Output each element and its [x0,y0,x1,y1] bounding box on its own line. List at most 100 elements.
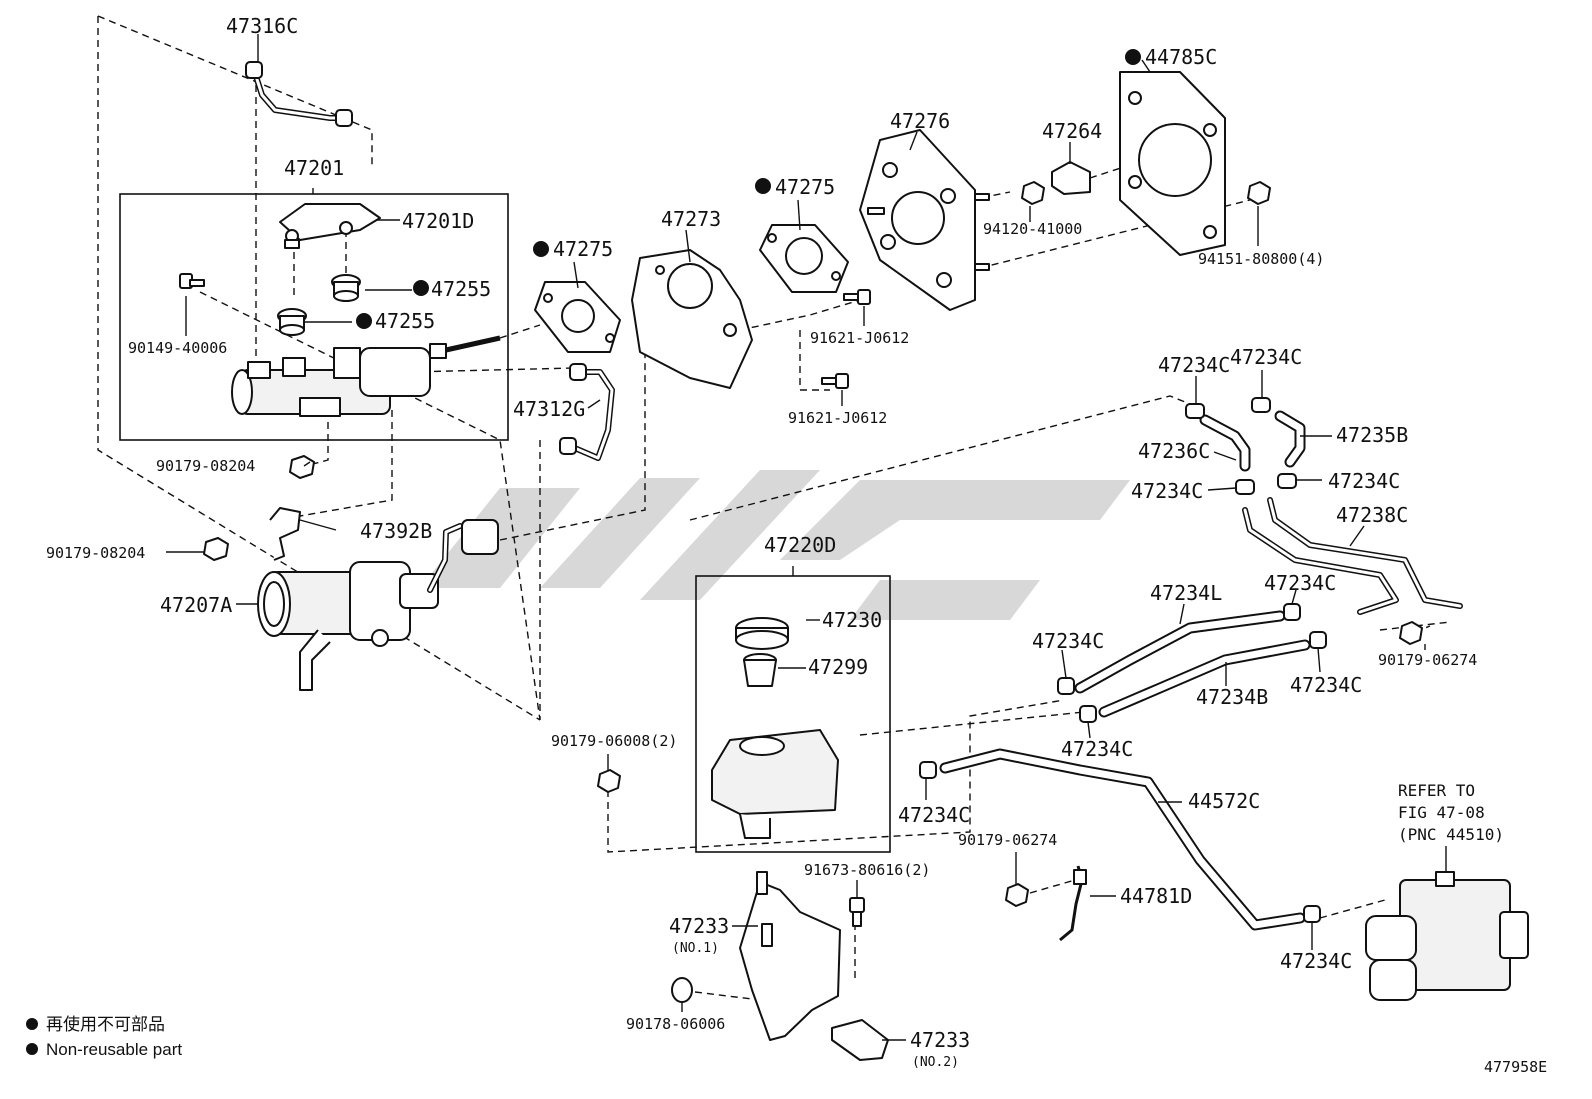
nut-90179-06008 [597,769,621,793]
gasket-47275-right [759,224,849,293]
label-47234l: 47234L [1150,581,1222,605]
nut-90179-06274-b [1005,883,1029,907]
label-44781d: 44781D [1120,884,1192,908]
label-90179-06274-b: 90179-06274 [958,831,1057,849]
label-47235b: 47235B [1336,423,1408,447]
pipe-47312g [559,363,615,461]
bolt-91673 [849,897,865,927]
label-47273: 47273 [661,207,721,231]
legend: 再使用不可部品 Non-reusable part [26,1014,182,1059]
plate-47273 [631,249,753,389]
label-47233-no2-sub: (NO.2) [912,1055,959,1070]
leader-lines [166,34,1426,1041]
abs-actuator [1365,846,1529,1001]
clamps-middle [1057,603,1327,723]
bracket-47233-no1 [739,871,841,1041]
label-90179-06274-a: 90179-06274 [1378,651,1477,669]
label-47236c: 47236C [1138,439,1210,463]
clamps-upper [1185,397,1297,495]
label-47230: 47230 [822,608,882,632]
hose-47234b [1098,639,1311,718]
label-47234c-7: 47234C [1290,673,1362,697]
label-90179-06008: 90179-06008(2) [551,732,677,750]
reference-note: REFER TO FIG 47-08 (PNC 44510) [1398,781,1504,844]
diagram-code: 477958E [1484,1058,1547,1076]
reservoir-mount-47201d [279,203,381,249]
reference-note-line2: FIG 47-08 [1398,803,1485,822]
clip-47264 [1051,161,1091,195]
gasket-44785c [1119,71,1226,256]
hose-47236c [1199,414,1251,472]
master-cylinder-body [231,335,501,417]
seal-47255-lower [277,308,307,336]
watermark-logo [420,470,1130,620]
pump-47207a [257,519,499,691]
pipe-47316c [245,61,353,127]
reference-note-line3: (PNC 44510) [1398,825,1504,844]
label-47234c-2: 47234C [1230,345,1302,369]
label-44572c: 44572C [1188,789,1260,813]
label-47220d: 47220D [764,533,836,557]
label-47255-lower: 47255 [375,309,435,333]
bracket-47392b [269,507,301,561]
nut-90178 [671,977,693,1003]
label-47312g: 47312G [513,397,585,421]
label-47234c-5: 47234C [1264,571,1336,595]
label-94151: 94151-80800(4) [1198,250,1324,268]
label-47234c-8: 47234C [1061,737,1133,761]
reference-note-line1: REFER TO [1398,781,1475,800]
label-90179-08204-a: 90179-08204 [156,457,255,475]
label-47234c-10: 47234C [1280,949,1352,973]
pipe-47238c [1242,497,1463,615]
label-47299: 47299 [808,655,868,679]
label-47234b: 47234B [1196,685,1268,709]
legend-bullet-2 [26,1043,38,1055]
legend-text-jp: 再使用不可部品 [46,1014,165,1034]
label-47201: 47201 [284,156,344,180]
legend-text-en: Non-reusable part [46,1040,182,1059]
label-47233-no2: 47233 [910,1028,970,1052]
nut-94120 [1021,181,1045,205]
legend-bullet-1 [26,1018,38,1030]
gasket-47275-left [534,281,621,353]
seal-47255-upper [331,274,361,302]
bolt-91621-b [821,373,849,389]
label-91673: 91673-80616(2) [804,861,930,879]
label-47255-upper: 47255 [431,277,491,301]
nut-94151 [1247,181,1271,205]
bracket-44781d [1059,865,1087,942]
hose-47234l [1074,610,1286,694]
label-47234c-4: 47234C [1328,469,1400,493]
label-90178: 90178-06006 [626,1015,725,1033]
label-47392b: 47392B [360,519,432,543]
bolt-91621-a [843,289,871,305]
hose-44572c [919,748,1321,931]
master-cylinder-group-frame [119,193,509,441]
label-94120: 94120-41000 [983,220,1082,238]
label-47207a: 47207A [160,593,232,617]
label-90179-08204-b: 90179-08204 [46,544,145,562]
label-47234c-6: 47234C [1032,629,1104,653]
nut-90179-08204-a [289,455,315,479]
label-47264: 47264 [1042,119,1102,143]
label-47233-no1: 47233 [669,914,729,938]
label-47275-left: 47275 [553,237,613,261]
label-47276: 47276 [890,109,950,133]
label-47275-right: 47275 [775,175,835,199]
bolt-90149 [179,273,205,289]
reservoir-tank [711,729,839,839]
label-90149: 90149-40006 [128,339,227,357]
part-labels: 47316C 47201 47201D 47255 47255 90149-40… [46,14,1477,1070]
label-47234c-1: 47234C [1158,353,1230,377]
label-44785c: 44785C [1145,45,1217,69]
label-47238c: 47238C [1336,503,1408,527]
hose-47235b [1274,410,1306,468]
label-47316c: 47316C [226,14,298,38]
label-47233-no1-sub: (NO.1) [672,941,719,956]
label-91621-b: 91621-J0612 [788,409,887,427]
nut-90179-08204-b [203,537,229,561]
non-reusable-markers [356,49,1141,329]
bracket-47233-no2 [831,1019,889,1061]
plate-47276 [859,129,990,311]
